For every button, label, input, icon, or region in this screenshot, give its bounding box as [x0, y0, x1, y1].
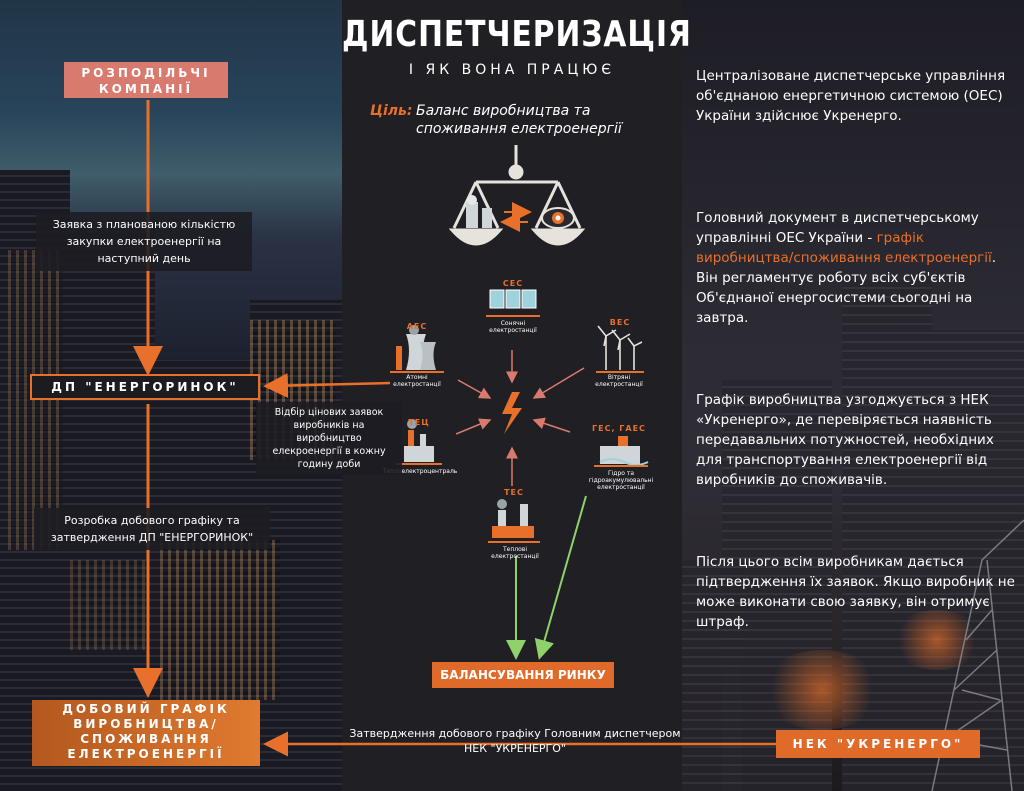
exchange-arrows-icon: [500, 202, 532, 232]
balance-scale-icon: [448, 145, 586, 246]
plant-code-aes: АЕС: [406, 322, 428, 331]
distributors-box: РОЗПОДІЛЬЧІ КОМПАНІЇ: [64, 62, 228, 98]
city-photo-right: [682, 0, 1024, 791]
plant-code-tets: ТЕЦ: [408, 418, 430, 427]
page-subtitle: І ЯК ВОНА ПРАЦЮЄ: [408, 62, 616, 78]
goal-text: Баланс виробництва та споживання електро…: [416, 103, 622, 137]
ukrenergo-box: НЕК "УКРЕНЕРГО": [776, 730, 980, 758]
green-arrow-ges: [534, 495, 587, 660]
plant-code-tes: ТЕС: [504, 488, 524, 497]
wind-plant-icon: [596, 325, 644, 373]
develop-caption: Розробка добового графіку та затвердженн…: [34, 508, 270, 550]
hydro-plant-icon: [594, 436, 649, 467]
plant-label-aes: Атомні електростанції: [393, 374, 441, 388]
nuclear-plant-icon: [390, 325, 444, 373]
selection-caption: Відбір цінових заявок виробників на виро…: [256, 402, 402, 475]
paragraph-1: Централізоване диспетчерське управління …: [696, 68, 1006, 124]
plant-to-grid-arrows: [455, 350, 585, 486]
plant-label-tes: Теплові електростанції: [491, 546, 539, 560]
plant-code-ves: ВЕС: [609, 318, 631, 327]
paragraph-2-end: . Він регламентує роботу всіх суб'єктів …: [696, 250, 997, 326]
request-caption: Заявка з планованою кількістю закупки ел…: [36, 212, 252, 271]
paragraph-3: Графік виробництва узгоджується з НЕК «У…: [696, 392, 994, 488]
paragraph-2-start: Головний документ в диспетчерському упра…: [696, 210, 979, 246]
approval-caption: Затвердження добового графіку Головним д…: [349, 727, 681, 755]
plant-label-ves: Вітряні електростанції: [595, 374, 643, 388]
plant-on-scale-icon: [466, 195, 492, 228]
eye-on-scale-icon: [541, 207, 575, 229]
plant-code-ses: СЕС: [502, 279, 524, 288]
daily-schedule-box: ДОБОВИЙ ГРАФІК ВИРОБНИЦТВА/ СПОЖИВАННЯ Е…: [32, 700, 260, 766]
goal-label: Ціль:: [370, 103, 413, 119]
plant-label-ges: Гідро та гідроакумулювальні електростанц…: [588, 470, 654, 491]
plant-label-ses: Сонячні електростанції: [489, 320, 537, 334]
market-balancing-box: БАЛАНСУВАННЯ РИНКУ: [432, 662, 614, 688]
thermal-plant-icon: [488, 499, 540, 543]
paragraph-4: Після цього всім виробникам дається підт…: [696, 554, 1015, 630]
paragraph-2-highlight: графік виробництва/споживання електроене…: [696, 230, 992, 266]
paragraph-2: Головний документ в диспетчерському упра…: [696, 208, 1016, 328]
chp-plant-icon: [396, 419, 442, 465]
solar-plant-icon: [486, 289, 540, 317]
flow-arrow-plants-to-market: [263, 373, 391, 399]
plant-label-tets: Теплоелектроцентраль: [382, 468, 458, 475]
energorynok-box: ДП "ЕНЕРГОРИНОК": [30, 374, 260, 400]
lightning-icon: [502, 392, 522, 434]
plant-code-ges: ГЕС, ГАЕС: [592, 424, 646, 433]
page-title: ДИСПЕТЧЕРИЗАЦІЯ: [342, 12, 692, 55]
